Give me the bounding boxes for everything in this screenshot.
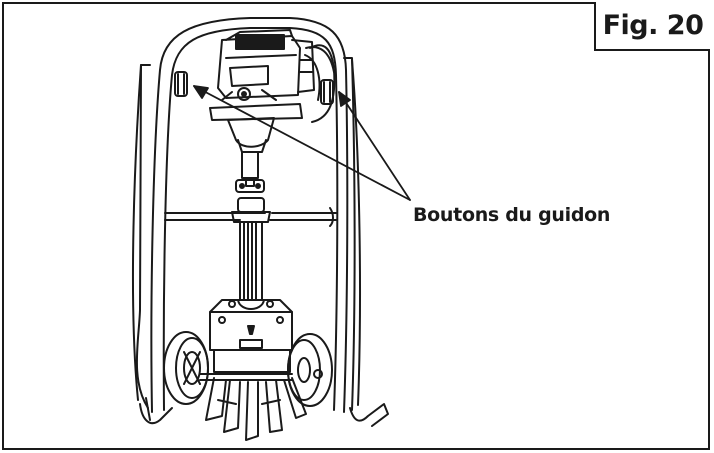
arrow-left [193, 85, 411, 201]
callout-label: Boutons du guidon [413, 204, 611, 226]
right-frame-bar [343, 57, 356, 411]
figure-label: Fig. 20 [594, 2, 710, 51]
left-wheel [163, 331, 209, 405]
neck-housing [227, 117, 275, 148]
left-frame-bar [135, 64, 151, 409]
right-foot [349, 403, 389, 427]
shaft-clamp [231, 179, 271, 223]
cable [305, 46, 335, 73]
arrow-right [338, 91, 411, 201]
upper-shaft [241, 151, 259, 179]
callout-arrows [193, 85, 411, 201]
lower-shaft [237, 221, 265, 310]
left-handle-knob [174, 71, 188, 97]
motor-housing [209, 29, 336, 123]
tines [205, 377, 307, 441]
left-foot [139, 403, 173, 425]
transmission-base [209, 299, 293, 373]
right-wheel [287, 333, 333, 407]
handlebar-loop [150, 17, 349, 413]
